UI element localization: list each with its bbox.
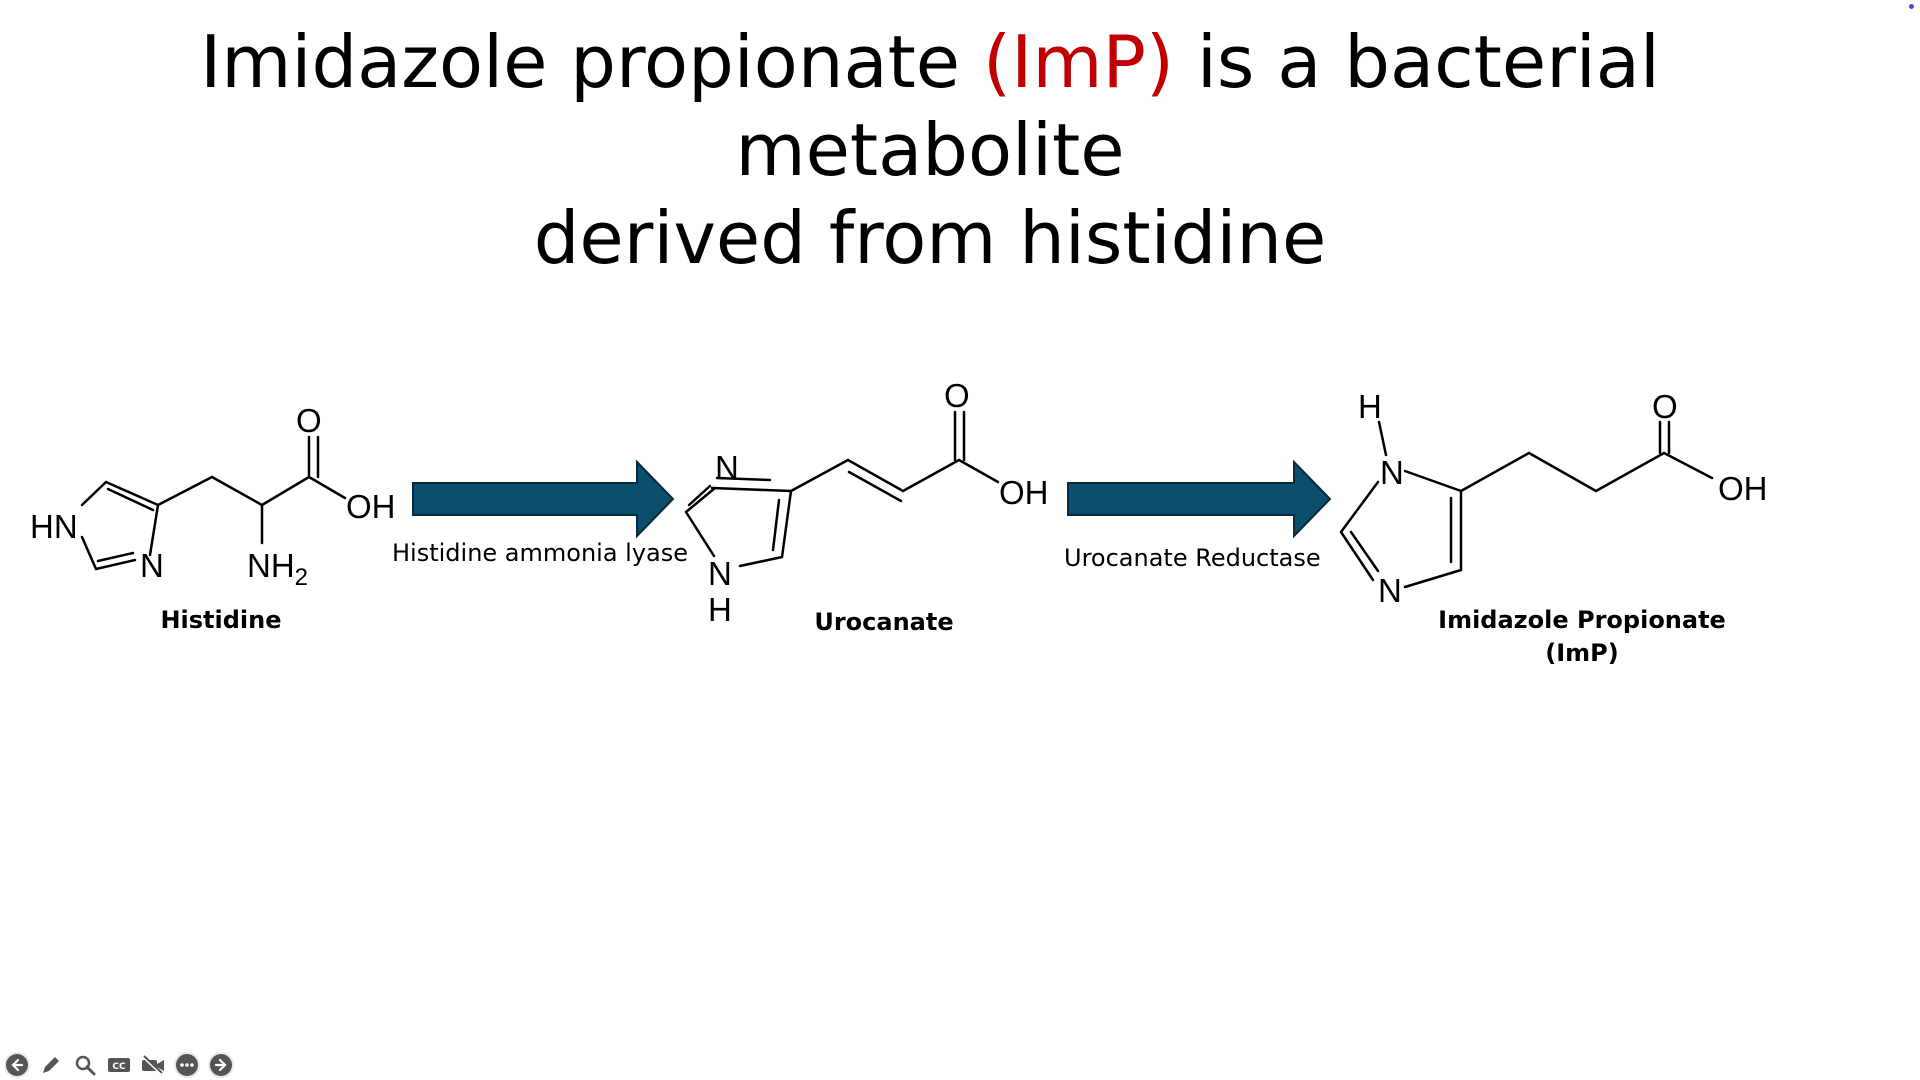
pen-button[interactable] [38,1052,64,1078]
imp-atom-oh: OH [1718,470,1768,507]
urocanate-atom-n-bottom: N [708,555,732,592]
imp-atom-h: H [1358,388,1382,425]
enzyme-label-step-1: Histidine ammonia lyase [392,539,688,567]
previous-icon [6,1054,28,1076]
title-highlight: (ImP) [983,20,1174,104]
more-icon [176,1054,198,1076]
urocanate-structure [684,410,1000,568]
next-slide-button[interactable] [208,1052,234,1078]
svg-text:CC: CC [112,1062,126,1072]
slide-title: Imidazole propionate (ImP) is a bacteria… [0,18,1860,282]
title-line-1: Imidazole propionate (ImP) is a bacteria… [0,18,1860,194]
title-text-1: Imidazole propionate [200,20,983,104]
histidine-atom-hn: HN [30,508,78,545]
imp-label-line-1: Imidazole Propionate [1438,606,1726,634]
urocanate-label: Urocanate [814,608,953,636]
arrow-step-1 [412,459,675,539]
histidine-atom-nh2: NH2 [247,547,308,591]
histidine-structure [80,435,347,571]
urocanate-atom-oh: OH [999,474,1049,511]
slideshow-toolbar: CC [4,1050,234,1080]
captions-button[interactable]: CC [106,1052,132,1078]
previous-slide-button[interactable] [4,1052,30,1078]
captions-icon: CC [108,1058,130,1072]
arrow-step-2 [1067,459,1332,539]
camera-off-icon [142,1055,164,1075]
imp-atom-n-bottom: N [1378,572,1402,609]
zoom-button[interactable] [72,1052,98,1078]
histidine-atom-o: O [296,402,322,439]
imp-atom-o: O [1652,388,1678,425]
corner-indicator [1909,4,1914,9]
imp-label-line-2: (ImP) [1545,639,1618,667]
histidine-atom-n: N [140,547,164,584]
imp-atom-n-top: N [1380,454,1404,491]
urocanate-atom-n-top: N [715,449,739,486]
title-text-2: is a bacterial metabolite [735,20,1660,192]
histidine-label: Histidine [160,606,281,634]
more-options-button[interactable] [174,1052,200,1078]
pen-icon [43,1057,59,1073]
imp-structure [1339,420,1714,589]
urocanate-atom-h: H [708,591,732,628]
histidine-atom-oh: OH [346,488,396,525]
zoom-icon [75,1055,96,1076]
next-icon [210,1054,232,1076]
camera-button[interactable] [140,1052,166,1078]
urocanate-atom-o: O [944,377,970,414]
title-line-2: derived from histidine [533,196,1327,280]
reaction-arrows [412,459,1332,539]
enzyme-label-step-2: Urocanate Reductase [1064,544,1321,572]
